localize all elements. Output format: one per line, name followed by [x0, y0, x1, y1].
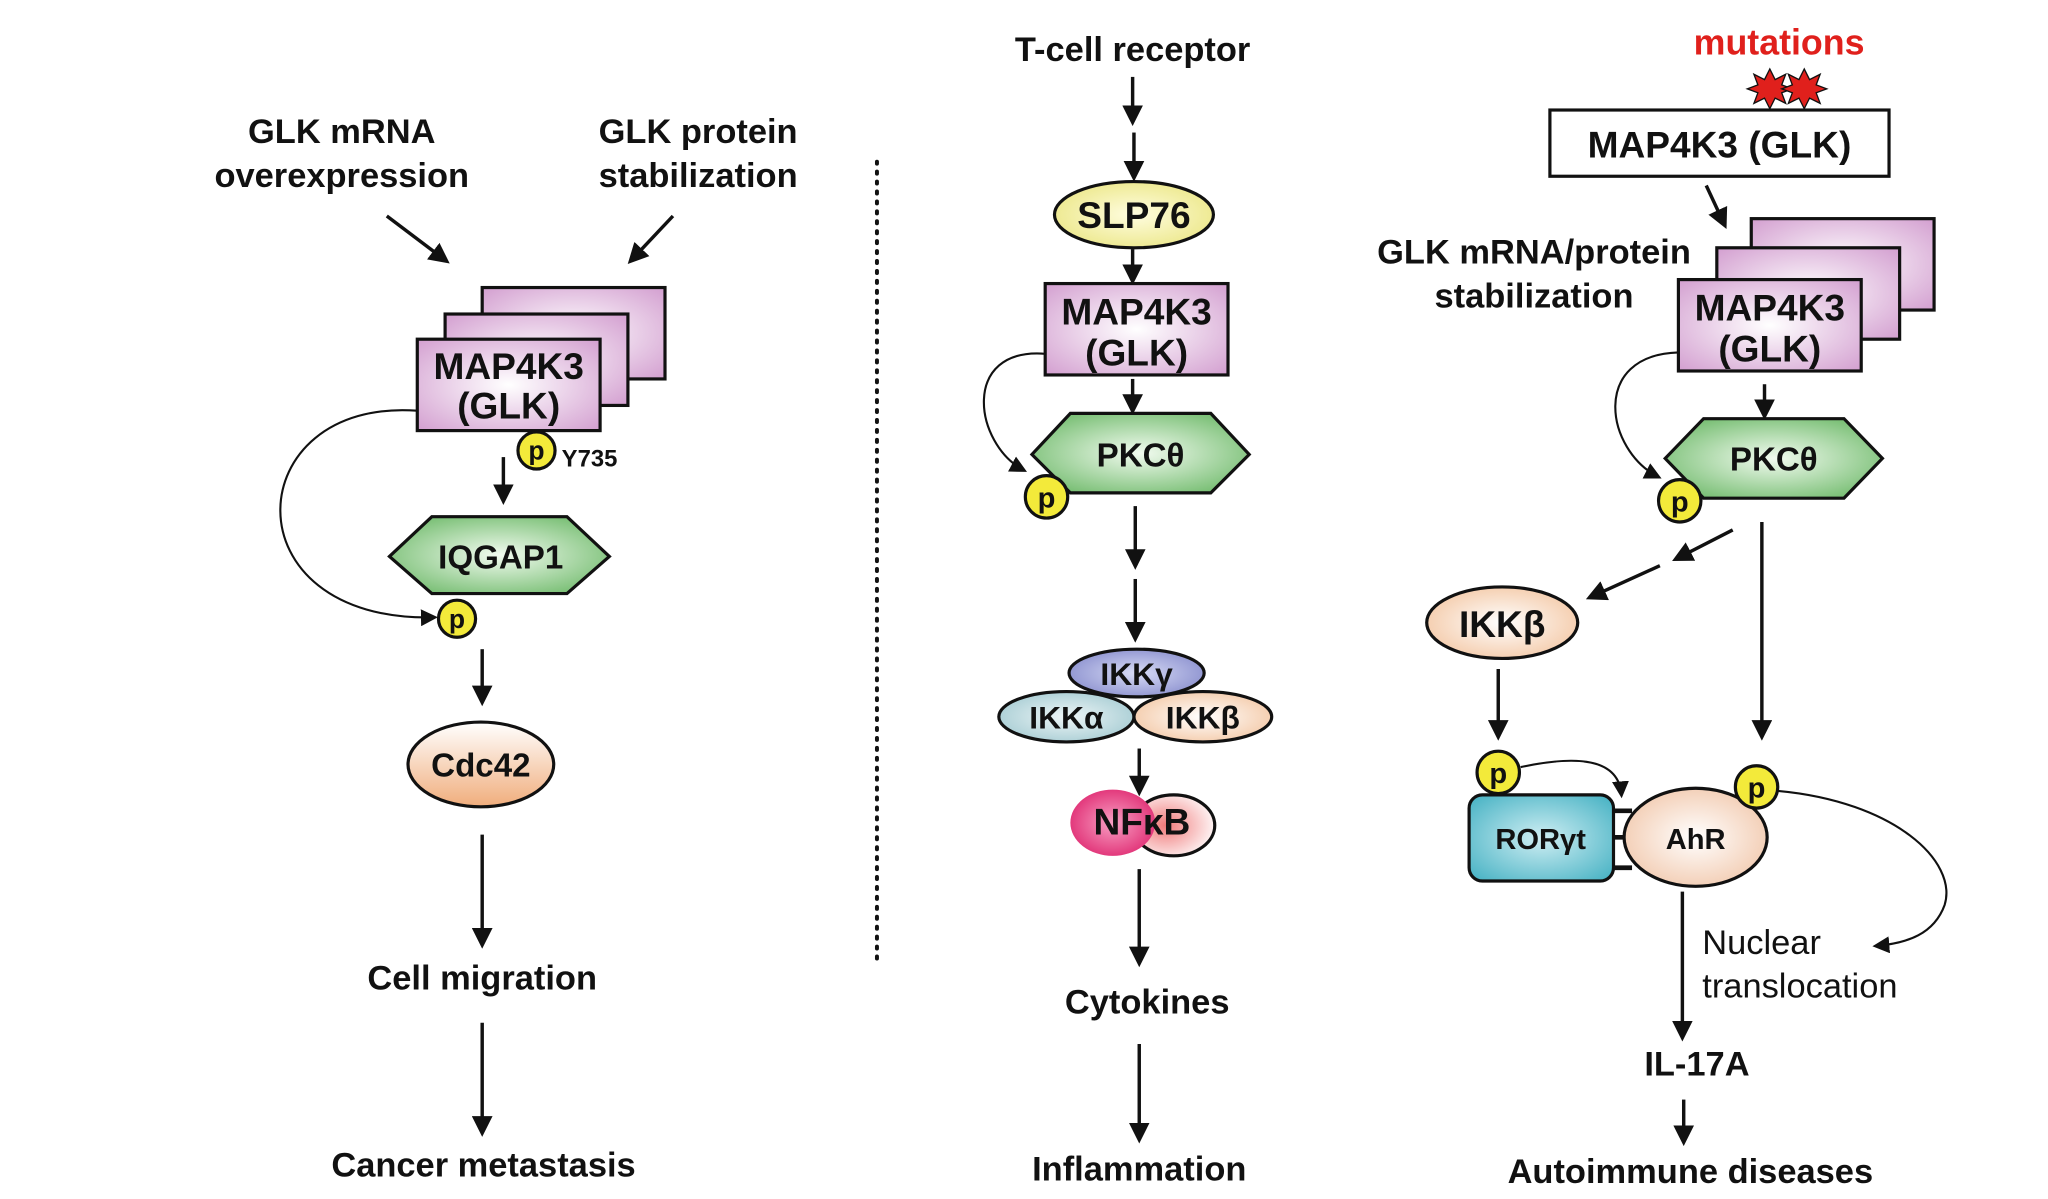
phospho-y735-p: p: [528, 436, 544, 466]
translocation-label-line1: Nuclear: [1702, 924, 1821, 962]
input-protein-line2: stabilization: [599, 157, 798, 195]
ikk-beta-ellipse: [1132, 689, 1274, 744]
cdc42-label: Cdc42: [431, 747, 530, 784]
arrow-mrna: [385, 214, 450, 264]
ikk-beta-label: IKKβ: [1459, 603, 1546, 645]
glk-label-line1: MAP4K3: [1695, 287, 1845, 329]
phospho-ahr-icon: [1733, 764, 1780, 810]
arrow-glk-phospho-iqgap1: [279, 409, 438, 627]
phospho-rorgt-p: p: [1489, 758, 1507, 790]
pkc-theta-label: PKCθ: [1097, 437, 1185, 474]
phospho-y735-icon: [516, 430, 557, 471]
il17a-label: IL-17A: [1644, 1046, 1749, 1084]
tcell-receptor-label: T-cell receptor: [1015, 31, 1250, 69]
mutation-star-icon: [1779, 67, 1829, 111]
ikk-gamma-ellipse: [1067, 647, 1206, 699]
glk-label-line2: (GLK): [1085, 332, 1188, 374]
arrow-phospho-rorgt-ahr: [1520, 759, 1629, 799]
phospho-pkc-p: p: [1671, 486, 1689, 518]
glk-box-front: [415, 337, 602, 433]
cdc42-ellipse: [406, 720, 556, 809]
glk-label-line1: MAP4K3: [433, 345, 583, 387]
ikk-beta-label: IKKβ: [1166, 700, 1240, 736]
mutations-label: mutations: [1694, 22, 1865, 62]
iqgap1-label: IQGAP1: [438, 539, 563, 576]
mutant-glk-box: [1548, 108, 1891, 178]
phospho-iqgap1-icon: [436, 598, 478, 639]
arrow-pkc-ikkb-2: [1585, 564, 1661, 601]
ahr-label: AhR: [1666, 824, 1726, 856]
outcome-cytokines: Cytokines: [1065, 983, 1230, 1021]
iqgap1-hexagon: [387, 515, 612, 596]
rorgt-label: RORγt: [1495, 824, 1586, 856]
panel-cancer: GLK mRNA overexpression GLK protein stab…: [214, 113, 797, 1184]
arrow-ahr-nuclear-translocation: [1777, 789, 1948, 954]
input-mrna-line1: GLK mRNA: [248, 113, 436, 151]
phospho-ahr-p: p: [1748, 773, 1766, 805]
slp76-ellipse: [1052, 179, 1216, 250]
panel-autoimmune: mutations MAP4K3 (GLK) GLK mRNA/protein …: [1377, 22, 1948, 1191]
outcome-cell-migration: Cell migration: [367, 960, 597, 998]
glk-box-front: [1676, 277, 1863, 373]
overexp-label-line2: stabilization: [1435, 277, 1634, 315]
phospho-pkc-icon: [1023, 474, 1070, 520]
translocation-label-line2: translocation: [1702, 968, 1897, 1006]
phospho-pkc-icon: [1656, 478, 1703, 524]
pkc-theta-hexagon: [1029, 411, 1252, 495]
phospho-iqgap1-p: p: [449, 604, 465, 634]
ikk-gamma-label: IKKγ: [1100, 656, 1173, 692]
ikk-beta-ellipse: [1425, 585, 1580, 661]
ahr-ellipse: [1622, 786, 1769, 888]
arrow-glk-phospho-pkc: [982, 352, 1046, 472]
phospho-pkc-p: p: [1038, 482, 1056, 514]
arrow-pkc-ikkb-1: [1672, 528, 1734, 561]
phospho-site-label: Y735: [562, 445, 618, 472]
outcome-inflammation: Inflammation: [1032, 1150, 1246, 1188]
nfkb-label: NFκB: [1093, 801, 1190, 843]
arrow-mutant-glk: [1704, 184, 1728, 230]
arrow-glk-phospho-pkc: [1614, 351, 1679, 479]
panel-tcell: T-cell receptor SLP76 MAP4K3 (GLK) PKCθ …: [982, 31, 1274, 1188]
input-mrna-line2: overexpression: [214, 157, 469, 195]
ikk-alpha-label: IKKα: [1029, 700, 1104, 736]
glk-box: [1043, 281, 1230, 377]
pkc-theta-hexagon: [1662, 417, 1885, 500]
nfkb-subunit-1: [1070, 789, 1156, 856]
mutant-glk-label: MAP4K3 (GLK): [1588, 124, 1852, 166]
outcome-cancer-metastasis: Cancer metastasis: [331, 1146, 635, 1184]
glk-label-line2: (GLK): [1718, 328, 1821, 370]
phospho-rorgt-icon: [1475, 749, 1522, 796]
overexp-label-line1: GLK mRNA/protein: [1377, 234, 1691, 272]
slp76-label: SLP76: [1077, 194, 1190, 236]
input-protein-line1: GLK protein: [599, 113, 798, 151]
glk-label-line1: MAP4K3: [1061, 291, 1211, 333]
outcome-autoimmune-diseases: Autoimmune diseases: [1508, 1153, 1874, 1191]
arrow-protein: [627, 214, 675, 265]
glk-label-line2: (GLK): [457, 385, 560, 427]
pkc-theta-label: PKCθ: [1730, 441, 1818, 478]
